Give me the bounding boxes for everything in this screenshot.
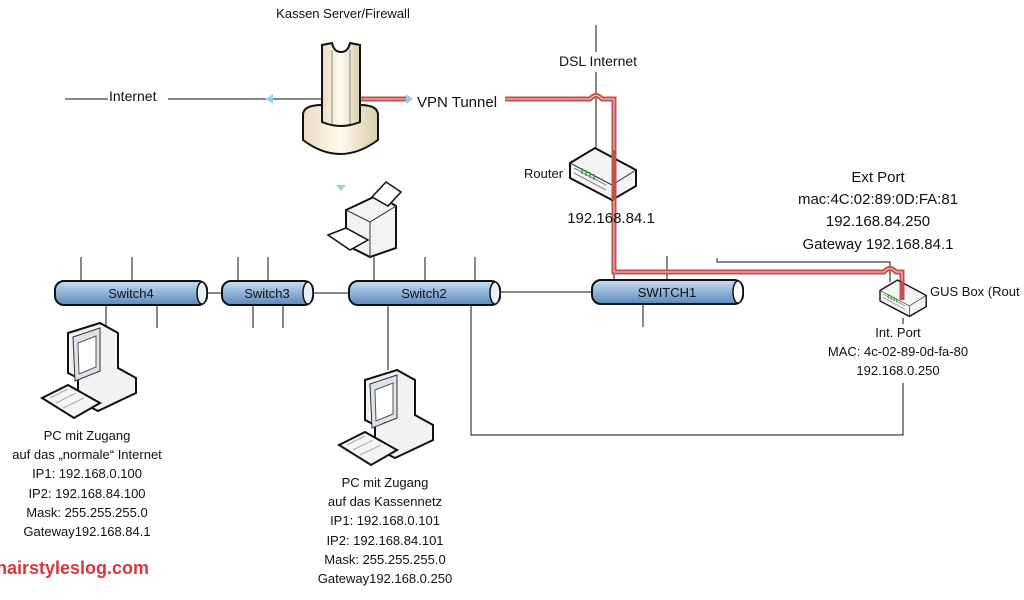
int-port-mac: MAC: 4c-02-89-0d-fa-80 <box>828 344 968 359</box>
pc2-ip2: IP2: 192.168.84.101 <box>326 533 443 548</box>
ext-port-title: Ext Port <box>851 169 905 186</box>
switch1[interactable]: SWITCH1 <box>591 279 744 305</box>
pc1-ip1: IP1: 192.168.0.100 <box>32 466 142 481</box>
ext-port-gateway: Gateway 192.168.84.1 <box>803 236 954 253</box>
switch3[interactable]: Switch3 <box>221 280 314 306</box>
pc2-title: PC mit Zugang <box>342 475 429 490</box>
switch3-label: Switch3 <box>244 286 290 301</box>
ext-port-info: Ext Port mac:4C:02:89:0D:FA:81 192.168.8… <box>798 169 958 253</box>
router-icon <box>569 147 637 201</box>
pc1-ip2: IP2: 192.168.84.100 <box>28 486 145 501</box>
watermark: hairstyleslog.com <box>0 558 149 578</box>
ext-port-mac: mac:4C:02:89:0D:FA:81 <box>798 191 958 208</box>
int-port-info: Int. Port MAC: 4c-02-89-0d-fa-80 192.168… <box>828 325 968 378</box>
int-port-title: Int. Port <box>875 325 921 340</box>
internet-label: Internet <box>109 88 157 104</box>
pc2-ip1: IP1: 192.168.0.101 <box>330 513 440 528</box>
switch2[interactable]: Switch2 <box>348 280 501 306</box>
vpn-tunnel-line <box>360 93 905 300</box>
pc2-mask: Mask: 255.255.255.0 <box>324 552 445 567</box>
pc1-title: PC mit Zugang <box>44 428 131 443</box>
router-label: Router <box>524 166 564 181</box>
server-tower-icon <box>302 41 379 155</box>
vpn-tunnel-label: VPN Tunnel <box>417 94 497 111</box>
int-port-ip: 192.168.0.250 <box>856 363 939 378</box>
pc2-info: PC mit Zugang auf das Kassennetz IP1: 19… <box>318 475 452 586</box>
pc1-mask: Mask: 255.255.255.0 <box>26 505 147 520</box>
switch1-label: SWITCH1 <box>638 285 697 300</box>
ext-port-ip: 192.168.84.250 <box>826 213 930 230</box>
pc1-gateway: Gateway192.168.84.1 <box>23 524 150 539</box>
connection-lines <box>65 25 904 436</box>
connection-point-icons <box>266 94 413 191</box>
switch2-label: Switch2 <box>401 286 447 301</box>
router-ip: 192.168.84.1 <box>567 210 655 227</box>
server-label: Kassen Server/Firewall <box>276 6 410 21</box>
switch4-label: Switch4 <box>108 286 154 301</box>
dsl-internet-label: DSL Internet <box>559 53 637 69</box>
switch4[interactable]: Switch4 <box>54 280 208 306</box>
pc1-desktop-icon <box>41 322 137 419</box>
pc1-subtitle: auf das „normale“ Internet <box>12 447 162 462</box>
pc2-desktop-icon <box>338 369 434 466</box>
pc2-subtitle: auf das Kassennetz <box>328 494 442 509</box>
printer-icon <box>326 181 403 259</box>
pc2-gateway: Gateway192.168.0.250 <box>318 571 452 586</box>
gus-box-label: GUS Box (Rout <box>930 284 1020 299</box>
pc1-info: PC mit Zugang auf das „normale“ Internet… <box>12 428 162 539</box>
